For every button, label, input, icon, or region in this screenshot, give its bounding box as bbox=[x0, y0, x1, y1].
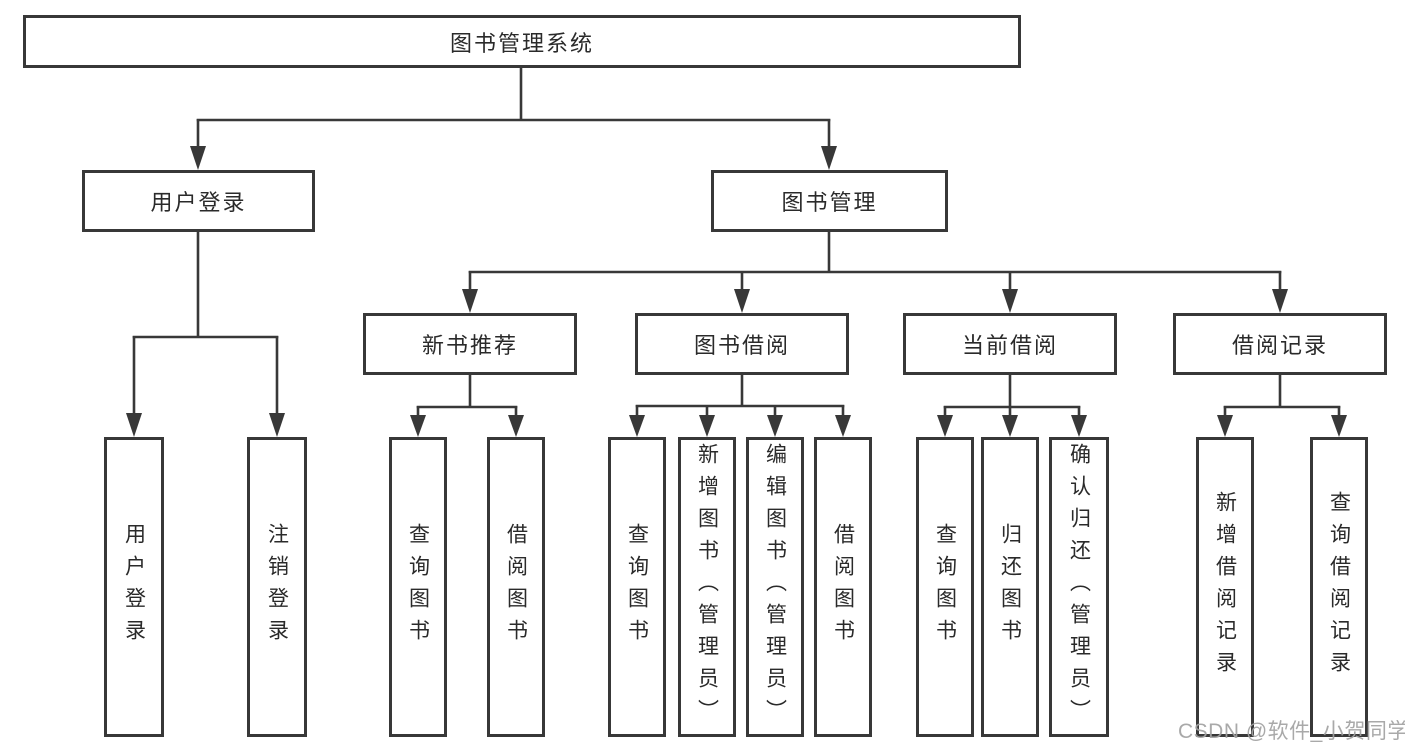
arrow-down-icon bbox=[734, 289, 750, 313]
node-label: 图书管理 bbox=[781, 190, 878, 215]
arrow-down-icon bbox=[1002, 415, 1018, 437]
connector-current-borrow-to-leaves bbox=[937, 375, 1087, 437]
arrow-down-icon bbox=[1272, 289, 1288, 313]
node-label: 新增借阅记录 bbox=[1213, 491, 1237, 683]
node-label: 用户登录 bbox=[122, 523, 146, 651]
leaf-query-books-current: 查询图书 bbox=[916, 437, 974, 737]
node-label: 图书管理系统 bbox=[449, 30, 594, 56]
node-label: 当前借阅 bbox=[961, 333, 1058, 358]
connector-new-book-recommend-to-leaves bbox=[410, 375, 524, 437]
node-label: 编辑图书（管理员） bbox=[763, 443, 787, 731]
node-label: 查询图书 bbox=[625, 523, 649, 651]
leaf-query-borrow-record: 查询借阅记录 bbox=[1310, 437, 1368, 737]
connector-book-borrow-to-leaves bbox=[629, 375, 851, 437]
node-label: 查询借阅记录 bbox=[1327, 491, 1351, 683]
arrow-down-icon bbox=[699, 415, 715, 437]
leaf-user-login: 用户登录 bbox=[104, 437, 164, 737]
arrow-down-icon bbox=[629, 415, 645, 437]
arrow-down-icon bbox=[462, 289, 478, 313]
node-label: 查询图书 bbox=[406, 523, 430, 651]
leaf-add-borrow-record: 新增借阅记录 bbox=[1196, 437, 1254, 737]
leaf-query-books-recommend: 查询图书 bbox=[389, 437, 447, 737]
node-label: 图书借阅 bbox=[693, 333, 790, 358]
watermark: CSDN @软件_小贺同学 bbox=[1178, 720, 1405, 743]
node-label: 借阅图书 bbox=[504, 523, 528, 651]
leaf-confirm-return-admin: 确认归还（管理员） bbox=[1049, 437, 1109, 737]
node-label: 新增图书（管理员） bbox=[695, 443, 719, 731]
connector-root-to-level2 bbox=[190, 68, 837, 170]
node-library-management-system: 图书管理系统 bbox=[23, 15, 1021, 68]
arrow-down-icon bbox=[190, 146, 206, 170]
arrow-down-icon bbox=[835, 415, 851, 437]
arrow-down-icon bbox=[937, 415, 953, 437]
node-new-book-recommend: 新书推荐 bbox=[363, 313, 577, 375]
arrow-down-icon bbox=[821, 146, 837, 170]
leaf-borrow-books: 借阅图书 bbox=[814, 437, 872, 737]
connector-borrow-record-to-leaves bbox=[1217, 375, 1347, 437]
arrow-down-icon bbox=[767, 415, 783, 437]
arrow-down-icon bbox=[1217, 415, 1233, 437]
node-book-management: 图书管理 bbox=[711, 170, 948, 232]
node-label: 用户登录 bbox=[150, 190, 247, 215]
node-label: 借阅记录 bbox=[1231, 333, 1328, 358]
node-current-borrow: 当前借阅 bbox=[903, 313, 1117, 375]
leaf-edit-books-admin: 编辑图书（管理员） bbox=[746, 437, 804, 737]
leaf-logout: 注销登录 bbox=[247, 437, 307, 737]
leaf-return-books: 归还图书 bbox=[981, 437, 1039, 737]
arrow-down-icon bbox=[269, 413, 285, 437]
node-label: 查询图书 bbox=[933, 523, 957, 651]
leaf-add-books-admin: 新增图书（管理员） bbox=[678, 437, 736, 737]
connector-book-management-to-level3 bbox=[462, 232, 1288, 313]
node-label: 归还图书 bbox=[998, 523, 1022, 651]
connector-user-login-to-leaves bbox=[126, 232, 285, 437]
arrow-down-icon bbox=[1331, 415, 1347, 437]
arrow-down-icon bbox=[126, 413, 142, 437]
node-label: 新书推荐 bbox=[421, 333, 518, 358]
leaf-query-books-borrow: 查询图书 bbox=[608, 437, 666, 737]
node-borrow-record: 借阅记录 bbox=[1173, 313, 1387, 375]
node-label: 借阅图书 bbox=[831, 523, 855, 651]
node-user-login: 用户登录 bbox=[82, 170, 315, 232]
arrow-down-icon bbox=[508, 415, 524, 437]
node-book-borrow: 图书借阅 bbox=[635, 313, 849, 375]
arrow-down-icon bbox=[410, 415, 426, 437]
arrow-down-icon bbox=[1002, 289, 1018, 313]
node-label: 确认归还（管理员） bbox=[1067, 443, 1091, 731]
node-label: 注销登录 bbox=[265, 523, 289, 651]
arrow-down-icon bbox=[1071, 415, 1087, 437]
leaf-borrow-books-recommend: 借阅图书 bbox=[487, 437, 545, 737]
